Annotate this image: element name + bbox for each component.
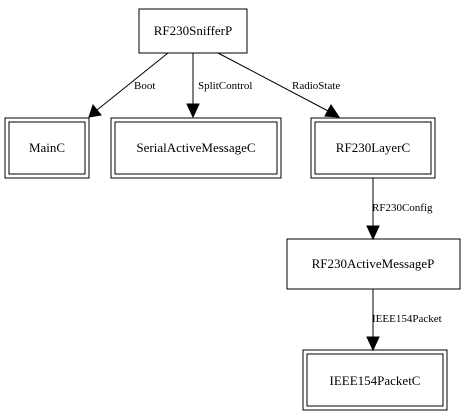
node-rf230activemessagep: RF230ActiveMessageP	[286, 238, 461, 290]
edge-boot-line	[96, 52, 169, 111]
node-mainc-label: MainC	[29, 140, 65, 155]
edge-splitcontrol-arrowhead	[186, 103, 200, 119]
edge-rf230config: RF230Config	[366, 178, 433, 241]
edge-rf230config-arrowhead	[366, 225, 380, 241]
edge-splitcontrol: SplitControl	[186, 53, 252, 119]
edge-radiostate-line	[217, 52, 331, 113]
edge-ieee154packet-label: IEEE154Packet	[372, 313, 442, 325]
node-serialactivemessagec: SerialActiveMessageC	[110, 117, 282, 179]
edge-ieee154packet: IEEE154Packet	[366, 289, 442, 352]
node-ieee154packetc-label: IEEE154PacketC	[330, 373, 421, 388]
node-rf230snifferp: RF230SnifferP	[138, 8, 248, 54]
node-serialactivemessagec-inner-box	[114, 121, 278, 175]
edge-boot-label: Boot	[134, 80, 155, 92]
edge-ieee154packet-arrowhead	[366, 336, 380, 352]
edge-rf230config-label: RF230Config	[372, 202, 433, 214]
node-rf230snifferp-label: RF230SnifferP	[154, 23, 233, 38]
node-mainc: MainC	[4, 117, 90, 179]
edge-radiostate: RadioState	[217, 52, 340, 118]
node-rf230activemessagep-box	[286, 238, 461, 290]
node-ieee154packetc-inner-box	[306, 353, 444, 407]
node-serialactivemessagec-label: SerialActiveMessageC	[136, 140, 255, 155]
edge-boot-arrowhead	[88, 103, 102, 118]
edge-splitcontrol-label: SplitControl	[198, 80, 252, 92]
node-rf230layerc-label: RF230LayerC	[336, 140, 410, 155]
edge-boot: Boot	[88, 52, 169, 118]
node-rf230layerc-inner-box	[314, 121, 432, 175]
node-rf230activemessagep-label: RF230ActiveMessageP	[312, 256, 435, 271]
edge-radiostate-arrowhead	[324, 104, 340, 118]
node-rf230snifferp-box	[138, 8, 248, 54]
edge-radiostate-label: RadioState	[292, 80, 340, 92]
node-mainc-inner-box	[8, 121, 86, 175]
node-ieee154packetc: IEEE154PacketC	[302, 349, 448, 411]
node-rf230layerc: RF230LayerC	[310, 117, 436, 179]
